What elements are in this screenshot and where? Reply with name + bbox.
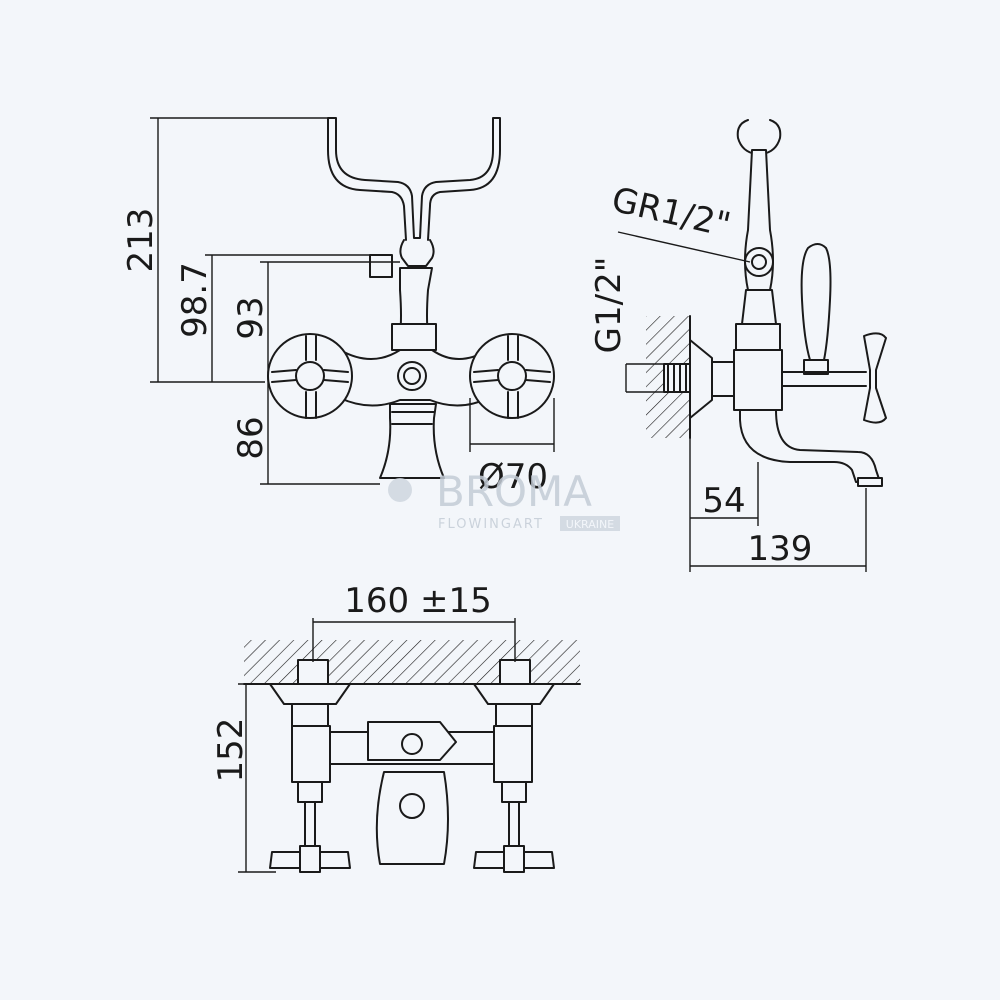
dim-line-86 <box>260 382 380 485</box>
dim-93: 93 <box>231 296 271 339</box>
dim-line-93 <box>260 261 400 382</box>
pedestal <box>379 403 445 479</box>
center-knob-inner <box>403 367 421 385</box>
right-handle-hub <box>497 361 527 391</box>
dim-86: 86 <box>231 416 271 459</box>
left-valve-body <box>291 725 331 783</box>
dim-160: 160 ±15 <box>344 581 491 621</box>
top-pedestal-bolt <box>399 793 425 819</box>
thread-lines <box>667 363 687 393</box>
dim-54: 54 <box>702 481 745 521</box>
watermark-logo-icon <box>388 478 412 502</box>
side-spout <box>739 409 881 483</box>
dim-line-g <box>625 363 664 393</box>
dim-gr-1-2: GR1/2" <box>608 180 734 246</box>
watermark-brand: BROMA <box>436 467 592 516</box>
watermark-tagline: FLOWINGART <box>438 517 544 532</box>
right-handle-disc <box>469 333 555 419</box>
leader-gr <box>617 231 751 263</box>
dim-213: 213 <box>121 208 161 273</box>
diverter-body <box>391 323 437 351</box>
center-knob <box>397 361 427 391</box>
right-cross-handle <box>473 335 551 419</box>
dim-line-213 <box>150 117 330 383</box>
dim-g-1-2: G1/2" <box>589 257 629 354</box>
left-cross-handle <box>271 335 349 419</box>
left-inlet-thread <box>297 659 329 685</box>
left-stem <box>304 801 316 849</box>
dim-line-160 <box>312 618 516 662</box>
spout-tip <box>857 477 883 487</box>
top-center-knob <box>401 733 423 755</box>
diverter-nut <box>735 323 781 351</box>
dim-line-139 <box>690 488 867 572</box>
hose-connector <box>369 254 393 278</box>
side-view: GR1/2" G1/2" 54 139 <box>589 119 887 572</box>
dim-line-54 <box>689 438 759 572</box>
right-handle-hub-top <box>503 845 525 873</box>
dim-line-152 <box>238 683 276 873</box>
front-view: 213 98.7 93 86 Ø70 <box>121 117 555 497</box>
lever-collar <box>803 359 829 375</box>
side-column <box>741 289 777 325</box>
dim-152: 152 <box>211 718 251 783</box>
shower-connector-ring <box>744 247 774 277</box>
right-stem <box>508 801 520 849</box>
left-nut <box>291 703 329 727</box>
side-body <box>733 349 783 411</box>
side-nut <box>711 361 735 397</box>
dim-98-7: 98.7 <box>175 262 215 338</box>
shower-cradle <box>327 117 501 241</box>
side-lever <box>800 243 832 361</box>
left-escutcheon <box>269 683 351 705</box>
watermark-region-badge <box>560 516 620 531</box>
dim-70: Ø70 <box>478 457 548 497</box>
left-handle-disc <box>267 333 353 419</box>
escutcheon <box>689 339 713 419</box>
watermark: BROMA FLOWINGART UKRAINE <box>388 467 620 532</box>
side-cross-handle <box>863 332 887 424</box>
top-view: 160 ±15 152 <box>211 581 581 873</box>
watermark-region: UKRAINE <box>566 518 614 531</box>
right-valve-body <box>493 725 533 783</box>
right-nut <box>495 703 533 727</box>
dim-line-98-7 <box>205 254 370 382</box>
left-valve-thread <box>297 781 323 803</box>
right-valve-thread <box>501 781 527 803</box>
right-escutcheon <box>473 683 555 705</box>
side-stem <box>781 371 867 387</box>
cradle-neck <box>399 239 435 267</box>
left-handle-hub <box>295 361 325 391</box>
shower-connector-hole <box>751 254 767 270</box>
left-handle-hub-top <box>299 845 321 873</box>
dim-139: 139 <box>748 529 813 569</box>
right-inlet-thread <box>499 659 531 685</box>
dim-line-70 <box>469 398 555 452</box>
pedestal-rings <box>391 411 435 425</box>
